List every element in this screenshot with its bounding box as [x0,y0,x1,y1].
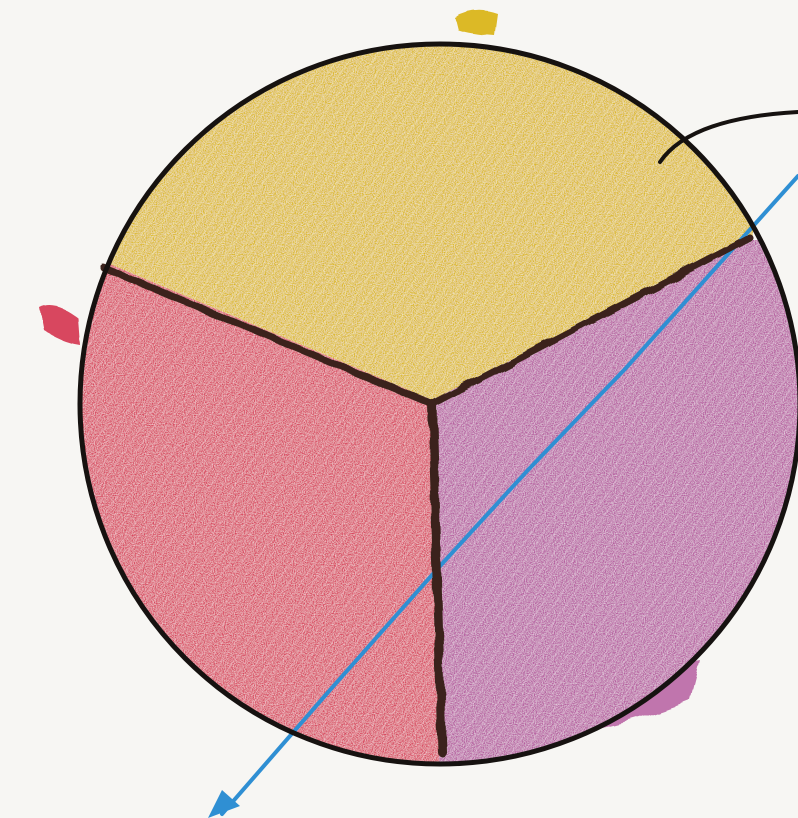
stray-yellow-mark [455,11,498,36]
stray-red-mark [40,306,80,345]
